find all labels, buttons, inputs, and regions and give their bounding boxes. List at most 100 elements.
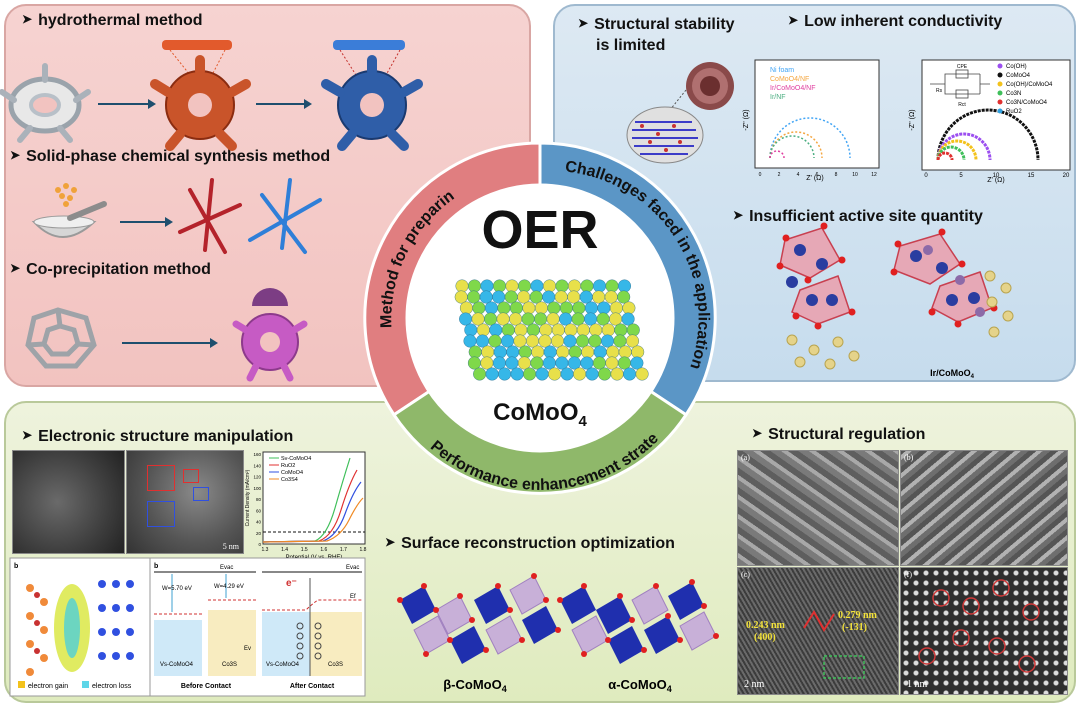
slab-atom — [501, 323, 515, 337]
slab-atom — [480, 279, 494, 293]
electron-gain-label: electron gain — [28, 683, 68, 690]
electronic-heading: ➤Electronic structure manipulation — [22, 428, 294, 445]
charge-density-figure: b electron gain electron loss — [9, 557, 151, 697]
slab-atom — [626, 323, 640, 337]
legend-ni-foam: Ni foam — [770, 67, 794, 74]
tick-label: 0 — [759, 172, 762, 178]
circuit-rct: Rct — [958, 102, 966, 108]
slab-atom — [585, 367, 599, 381]
surface-heading: ➤Surface reconstruction optimization — [385, 535, 675, 552]
beta-comoo4-label: β-CoMoO4 — [443, 677, 507, 694]
tem-image-hrtem: 5 nm — [126, 450, 244, 554]
nyquist1-ylabel: -Z'' (Ω) — [743, 109, 750, 130]
slab-atom — [630, 356, 644, 370]
slab-atom — [518, 345, 532, 359]
comoo4-atom-slab-icon — [454, 279, 649, 381]
slab-atom — [464, 323, 478, 337]
slab-atom — [623, 367, 637, 381]
arrow-bullet-icon: ➤ — [10, 148, 21, 162]
slab-atom — [551, 323, 565, 337]
alpha-comoo4-structure-icon — [557, 579, 719, 664]
work-function-2: W=4.29 eV — [214, 584, 244, 590]
slab-atom — [596, 312, 610, 326]
svg-text:Co(OH): Co(OH) — [1006, 64, 1027, 70]
electron-gain-swatch — [18, 681, 25, 688]
slab-atom — [567, 279, 581, 293]
hrtem-image-c: (c) 0.243 nm (400) 0.279 nm (-131) 2 nm — [737, 567, 899, 695]
conductivity-heading: ➤Low inherent conductivity — [788, 13, 1003, 30]
slab-atom — [576, 323, 590, 337]
slab-atom — [472, 301, 486, 315]
slab-atom — [538, 334, 552, 348]
slab-atom — [593, 345, 607, 359]
after-contact-label: After Contact — [290, 683, 335, 690]
zoom-box-blue — [147, 501, 175, 527]
slab-atom — [621, 312, 635, 326]
nyquist-plot-2: CPE Rs Rct Co(OH) CoMoO4 Co(OH)/CoMoO4 C… — [909, 59, 1071, 184]
lsv-series-sv-comoo4 — [262, 457, 351, 543]
slab-atom — [463, 334, 477, 348]
slab-atom — [473, 367, 487, 381]
series-ni-foam — [769, 117, 851, 159]
tick-label: 15 — [1028, 173, 1035, 179]
slab-atom — [635, 367, 649, 381]
slab-atom — [509, 312, 523, 326]
mortar-pestle-icon — [31, 183, 107, 238]
circuit-cpe: CPE — [957, 64, 968, 70]
svg-text:CoMoO4: CoMoO4 — [281, 470, 303, 476]
slab-atom — [584, 301, 598, 315]
structural-heading: ➤Structural regulation — [752, 426, 926, 443]
slab-atom — [546, 312, 560, 326]
lsv-series-co3s4 — [262, 497, 364, 543]
electron-loss-label: electron loss — [92, 683, 132, 690]
band-diagram: b W=5.70 eV W=4.29 eV Evac Ev Vs-CoMoO4 … — [149, 557, 366, 697]
slab-atom — [550, 334, 564, 348]
slab-atom — [485, 367, 499, 381]
slab-atom — [492, 279, 506, 293]
tick-label: 4 — [797, 172, 800, 178]
lsv-series-comoo4 — [262, 481, 362, 543]
work-function-1: W=5.70 eV — [162, 586, 192, 592]
tick-label: 6 — [816, 172, 819, 178]
d-spacing-1: 0.243 nm — [746, 620, 785, 631]
slab-atom — [459, 312, 473, 326]
tick-label: 12 — [871, 172, 877, 178]
slab-atom — [580, 279, 594, 293]
slab-atom — [480, 356, 494, 370]
slab-atom — [498, 367, 512, 381]
arrow-bullet-icon: ➤ — [22, 12, 33, 26]
orange-rod-icon — [162, 40, 232, 50]
slab-atom — [529, 290, 543, 304]
equivalent-circuit-icon — [930, 69, 990, 99]
blue-framework-icon — [321, 55, 423, 151]
evac-label-2: Evac — [346, 565, 359, 571]
slab-atom — [467, 279, 481, 293]
slab-atom — [618, 279, 632, 293]
slab-atom — [543, 345, 557, 359]
sem-image-b: (b) — [900, 450, 1068, 566]
plane-1: (400) — [754, 632, 776, 643]
slab-atom — [522, 301, 536, 315]
slab-atom — [609, 301, 623, 315]
comoo4-crystal-icon — [776, 222, 860, 370]
slab-atom — [617, 356, 631, 370]
svg-text:RuO2: RuO2 — [1006, 109, 1022, 115]
slab-atom — [488, 334, 502, 348]
slab-atom — [505, 279, 519, 293]
process-arrow-icon — [210, 338, 218, 348]
slab-atom — [548, 367, 562, 381]
slab-atom — [592, 290, 606, 304]
nyquist2-legend: Co(OH) CoMoO4 Co(OH)/CoMoO4 Co3N Co3N/Co… — [997, 63, 1053, 115]
orange-framework-icon — [150, 55, 251, 151]
slab-atom — [626, 334, 640, 348]
svg-text:Sv-CoMoO4: Sv-CoMoO4 — [281, 456, 311, 462]
coprecipitation-heading: ➤Co-precipitation method — [10, 261, 211, 278]
slab-atom — [584, 312, 598, 326]
slab-atom — [580, 356, 594, 370]
slab-atom — [539, 323, 553, 337]
slab-atom — [579, 290, 593, 304]
tem-scale: 5 nm — [222, 542, 239, 551]
ir-comoo4-label: Ir/CoMoO4 — [930, 368, 975, 380]
